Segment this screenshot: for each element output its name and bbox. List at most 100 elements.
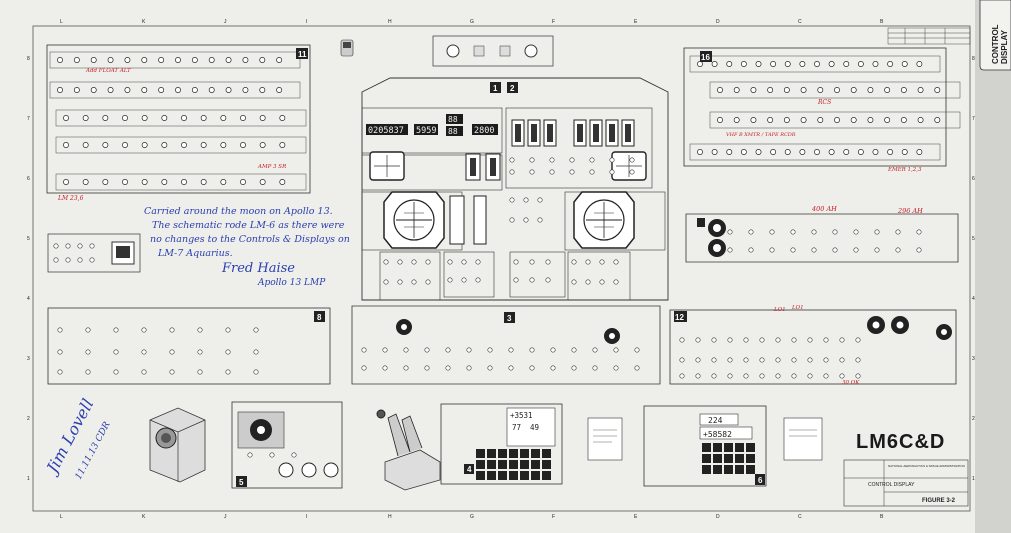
switch — [895, 229, 901, 235]
switch — [759, 373, 765, 379]
switch — [197, 327, 203, 333]
switch — [259, 115, 266, 121]
switch — [73, 87, 80, 93]
switch — [247, 452, 253, 458]
dsky-key — [542, 449, 551, 458]
switch-row-frame — [55, 136, 307, 154]
placard-right — [783, 417, 823, 461]
switch — [884, 87, 891, 93]
grid-letter-bottom: H — [388, 514, 392, 520]
title-block: LM6C&D CONTROL DISPLAY NATIONAL AERONAUT… — [843, 431, 969, 507]
switch — [242, 87, 249, 93]
switch — [592, 347, 598, 353]
grid-number-left: 4 — [27, 296, 30, 302]
switch — [220, 179, 227, 185]
switch — [589, 157, 595, 163]
switch — [850, 117, 857, 123]
switch — [916, 149, 923, 155]
tape-meter-window — [625, 124, 631, 142]
switch-dots — [53, 157, 922, 458]
grid-letter-bottom: C — [798, 514, 802, 520]
switch — [424, 365, 430, 371]
annotation-30ok: 30 OK — [842, 380, 860, 386]
switch — [545, 259, 551, 265]
switch — [800, 117, 807, 123]
switch — [769, 247, 775, 253]
revision-block — [887, 27, 971, 45]
dsky-display-b: 77 — [512, 423, 521, 432]
switch — [508, 347, 514, 353]
switch — [141, 115, 148, 121]
grid-letter-bottom: D — [716, 514, 720, 520]
dsky-display-a: +3531 — [510, 411, 533, 420]
tape-meter-window — [531, 124, 537, 142]
switch — [200, 179, 207, 185]
tape-meter-window — [515, 124, 521, 142]
switch — [726, 61, 733, 67]
switch — [181, 179, 187, 185]
dsky-key — [509, 449, 518, 458]
tape-meter-window — [490, 158, 496, 176]
keypad-key — [735, 465, 744, 474]
switch — [695, 357, 701, 363]
grid-number-left: 7 — [27, 116, 30, 122]
dsky-key — [487, 449, 496, 458]
switch — [269, 452, 275, 458]
switch — [823, 357, 829, 363]
switch — [253, 349, 259, 355]
switch — [823, 373, 829, 379]
panel-11-number: 11 — [298, 50, 307, 59]
switch — [900, 87, 907, 93]
inscription-line2: The schematic rode LM-6 as there were — [152, 220, 345, 231]
switch — [513, 277, 519, 283]
dsky-key — [520, 471, 529, 480]
dsky-key — [531, 471, 540, 480]
keypad-key — [702, 465, 711, 474]
switch — [783, 117, 790, 123]
switch — [872, 149, 879, 155]
keypad-key — [702, 454, 711, 463]
switch — [77, 243, 83, 249]
switch — [750, 117, 757, 123]
switch — [811, 247, 817, 253]
switch — [220, 142, 227, 148]
switch — [727, 357, 733, 363]
switch — [832, 229, 838, 235]
switch — [887, 61, 894, 67]
switch — [884, 117, 891, 123]
switch — [445, 365, 451, 371]
switch — [259, 142, 266, 148]
switch — [843, 149, 850, 155]
switch — [629, 157, 635, 163]
switch — [113, 369, 119, 375]
switch — [57, 327, 63, 333]
switch — [609, 169, 615, 175]
switch — [397, 259, 403, 265]
panel-1-number: 1 — [493, 84, 498, 93]
panel-16-number: 16 — [701, 53, 710, 62]
switch — [161, 142, 168, 148]
switch — [65, 257, 71, 263]
switch — [141, 179, 148, 185]
switch — [107, 87, 114, 93]
panel-3: 3 — [351, 305, 661, 385]
vertical-meter — [449, 195, 465, 245]
switch — [537, 217, 543, 223]
grid-letter-bottom: L — [60, 514, 63, 520]
switch — [900, 117, 907, 123]
switch — [509, 157, 515, 163]
switch — [259, 179, 266, 185]
grid-letter-top: B — [880, 19, 884, 25]
inscription-line1: Carried around the moon on Apollo 13. — [144, 206, 333, 217]
border-frame — [32, 25, 971, 512]
switch — [711, 357, 717, 363]
grid-number-left: 6 — [27, 176, 30, 182]
keypad-panel-6: 224 +58582 6 — [643, 405, 767, 487]
keypad-key — [746, 465, 755, 474]
switch — [743, 357, 749, 363]
tape-meter-window — [470, 158, 476, 176]
console-number-tags: 1 2 — [490, 82, 518, 93]
switch — [411, 259, 417, 265]
switch — [784, 61, 791, 67]
